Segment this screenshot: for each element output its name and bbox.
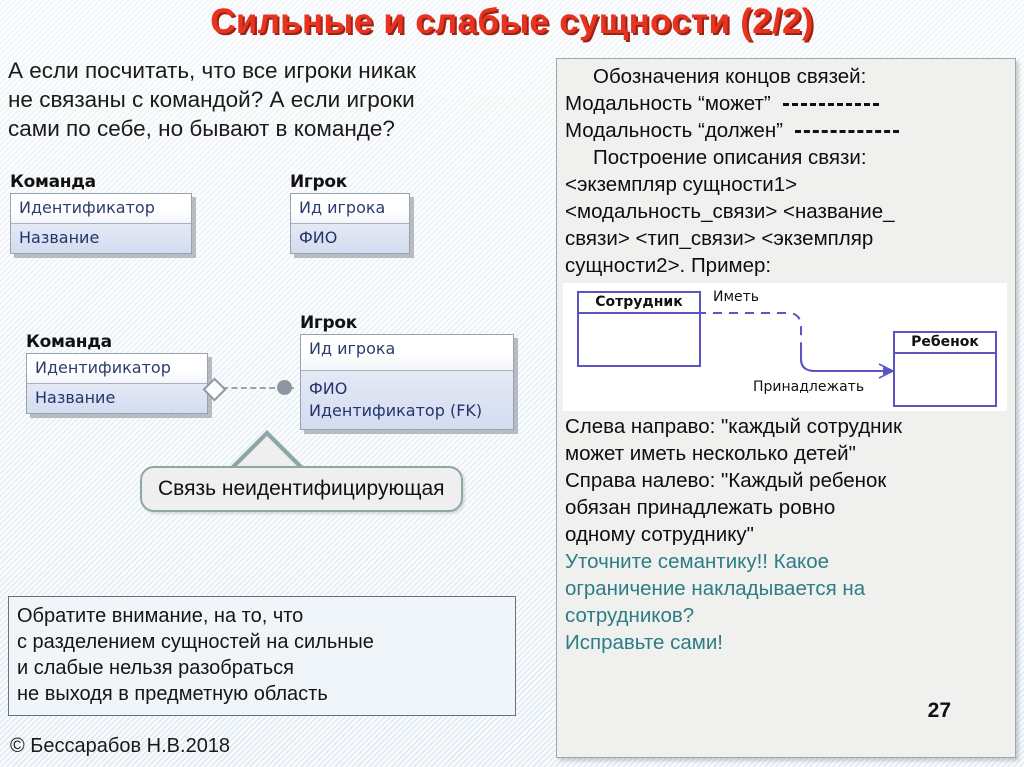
copyright-text: © Бессарабов Н.В.2018 (10, 735, 231, 757)
entity-box: Идентификатор Название (26, 353, 208, 414)
note-line: с разделением сущностей на сильные (17, 631, 374, 653)
entity-key-section: Идентификатор (11, 194, 191, 224)
entity-attribute: Ид игрока (299, 198, 386, 217)
diagram-1-entity-igrok: Игрок Ид игрока ФИО (290, 172, 410, 254)
intro-question-text: А если посчитать, что все игроки никак н… (8, 56, 548, 143)
er-entity-rebenok: Ребенок (893, 331, 997, 407)
entity-title: Игрок (300, 313, 357, 333)
relationship-ends-heading: Обозначения концов связей: (593, 65, 867, 88)
er-dashed-path (697, 312, 893, 372)
intro-line: сами по себе, но бывают в команде? (8, 116, 395, 141)
reading-line: Справа налево: "Каждый ребенок (565, 469, 887, 492)
right-info-panel: Обозначения концов связей: Модальность “… (556, 58, 1016, 758)
er-relation-label-top: Иметь (713, 289, 760, 305)
entity-attribute: Название (35, 388, 116, 407)
modality-may-row: Модальность “может” (565, 90, 1007, 117)
reading-line: обязан принадлежать ровно (565, 496, 836, 519)
formula-line: связи> <тип_связи> <экземпляр (565, 227, 874, 250)
modality-may-label: Модальность “может” (565, 92, 771, 115)
entity-box: Ид игрока ФИО Идентификатор (FK) (300, 334, 514, 430)
note-line: не выходя в предметную область (17, 683, 328, 705)
diagram-2-entity-igrok: Игрок Ид игрока ФИО Идентификатор (FK) (300, 313, 514, 430)
task-line: Уточните семантику!! Какое (565, 550, 830, 573)
er-example-figure: Сотрудник Ребенок Иметь Принадлежать (563, 283, 1007, 411)
formula-line: сущности2>. Пример: (565, 254, 772, 277)
entity-attr-section: ФИО (291, 224, 409, 253)
arrow-head-icon (883, 367, 893, 375)
note-line: и слабые нельзя разобраться (17, 657, 294, 679)
relationship-dashed-line (222, 387, 294, 389)
er-entity-title: Сотрудник (579, 293, 699, 314)
entity-title: Команда (26, 332, 112, 352)
modality-must-row: Модальность “должен” (565, 117, 1007, 144)
reading-line: может иметь несколько детей" (565, 442, 856, 465)
entity-attribute: Идентификатор (FK) (309, 401, 483, 420)
er-solid-path (800, 343, 893, 372)
task-line: сотрудников? (565, 604, 695, 627)
entity-attribute: Идентификатор (35, 358, 171, 377)
relationship-filled-circle-icon (277, 380, 292, 395)
entity-box: Идентификатор Название (10, 193, 192, 254)
callout-non-identifying-relationship: Связь неидентифицирующая (140, 466, 463, 512)
relationship-description-heading: Построение описания связи: (593, 146, 867, 169)
entity-attribute: Идентификатор (19, 198, 155, 217)
reading-line: Слева направо: "каждый сотрудник (565, 415, 902, 438)
entity-attribute: ФИО (309, 379, 348, 398)
solid-dashed-line-icon (794, 130, 899, 134)
er-relationship-connector (697, 312, 894, 379)
entity-attribute: Ид игрока (309, 339, 396, 358)
reading-line: одному сотруднику" (565, 523, 754, 546)
task-line: Исправьте сами! (565, 631, 724, 654)
entity-title: Игрок (290, 172, 347, 192)
callout-pointer-fill (233, 436, 301, 470)
note-line: Обратите внимание, на то, что (17, 605, 304, 627)
modality-must-label: Модальность “должен” (565, 119, 783, 142)
entity-attr-section: Название (27, 384, 207, 413)
entity-key-section: Ид игрока (301, 335, 513, 371)
er-relation-label-bottom: Принадлежать (753, 379, 865, 395)
note-box: Обратите внимание, на то, что с разделен… (8, 596, 516, 716)
intro-line: не связаны с командой? А если игроки (8, 87, 415, 112)
entity-key-section: Ид игрока (291, 194, 409, 224)
entity-box: Ид игрока ФИО (290, 193, 410, 254)
page-number: 27 (927, 699, 951, 722)
diagram-2-entity-komanda: Команда Идентификатор Название (26, 332, 208, 414)
er-entity-title: Ребенок (895, 333, 995, 354)
entity-title: Команда (10, 172, 96, 192)
diagram-1-entity-komanda: Команда Идентификатор Название (10, 172, 192, 254)
entity-attr-section: ФИО Идентификатор (FK) (301, 371, 513, 429)
task-line: ограничение накладывается на (565, 577, 866, 600)
formula-line: <модальность_связи> <название_ (565, 200, 895, 223)
entity-key-section: Идентификатор (27, 354, 207, 384)
entity-attribute: ФИО (299, 228, 338, 247)
formula-line: <экземпляр сущности1> (565, 173, 798, 196)
dashed-line-icon (782, 103, 879, 107)
entity-attr-section: Название (11, 224, 191, 253)
er-entity-sotrudnik: Сотрудник (577, 291, 701, 367)
entity-attribute: Название (19, 228, 100, 247)
intro-line: А если посчитать, что все игроки никак (8, 58, 416, 83)
page-title: Сильные и слабые сущности (2/2) (210, 2, 814, 41)
